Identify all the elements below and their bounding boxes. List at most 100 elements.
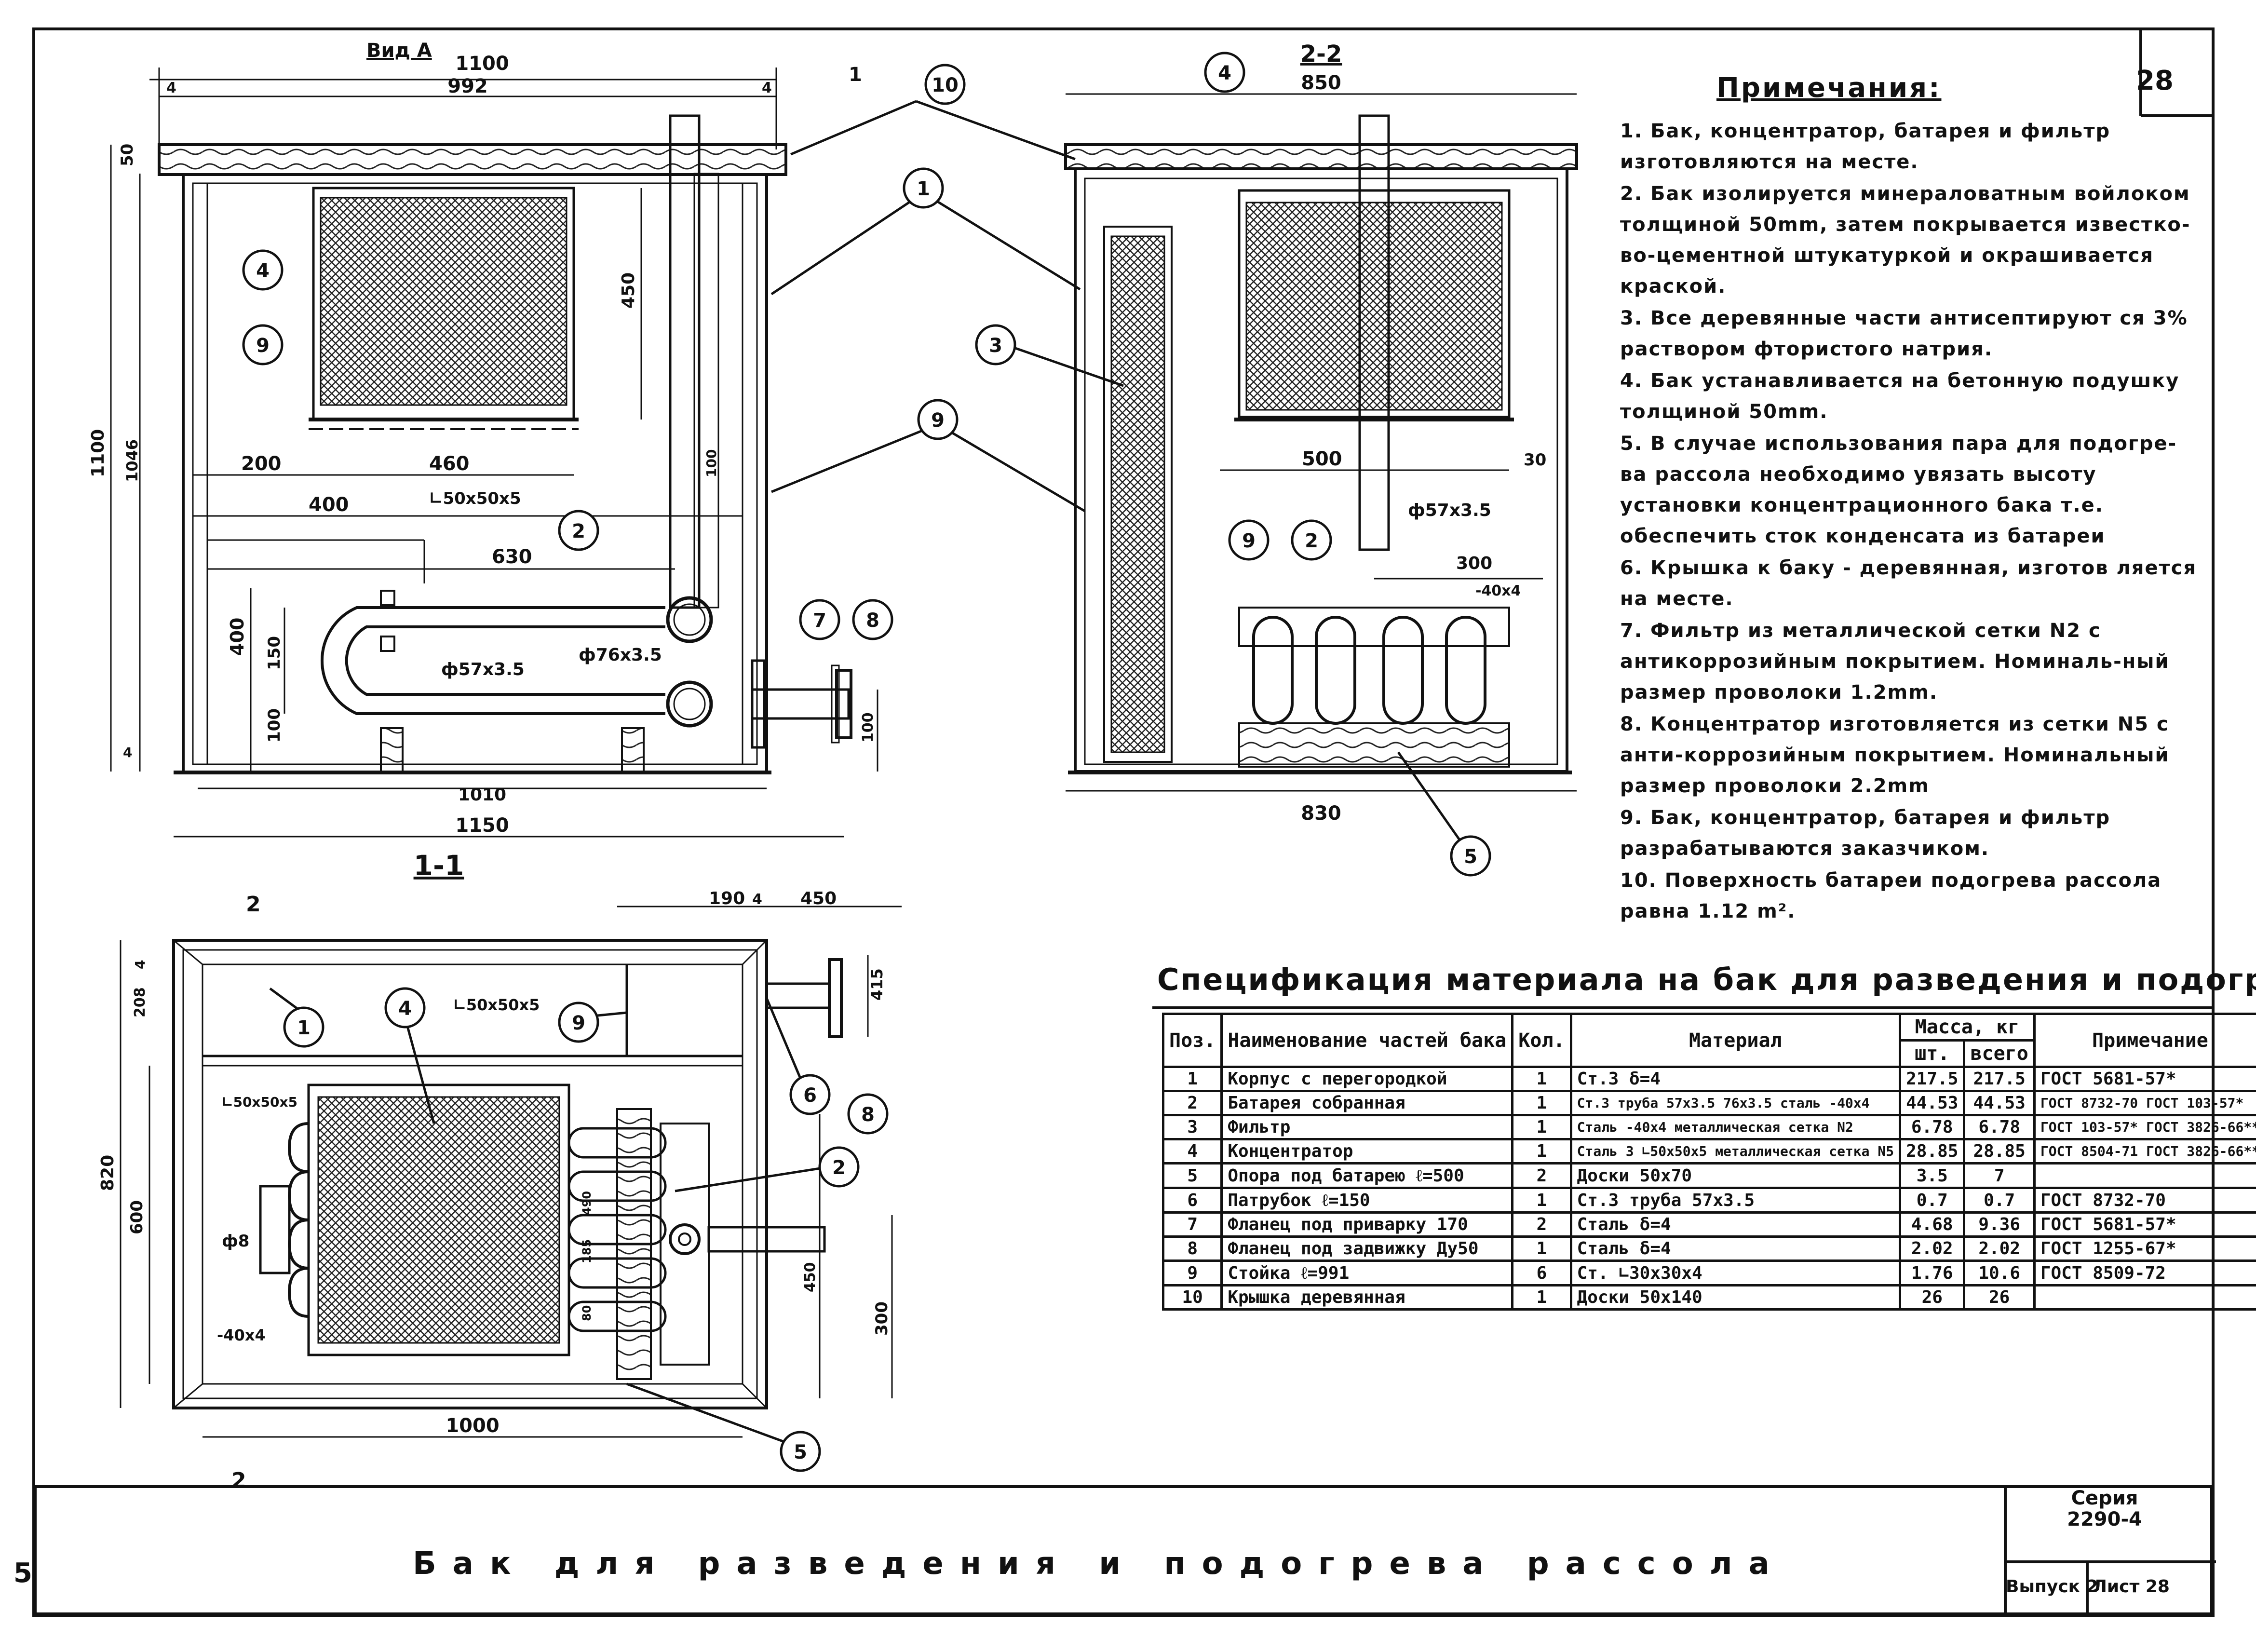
spec-cell-material: Сталь δ=4 bbox=[1569, 1211, 1902, 1238]
svg-text:4: 4 bbox=[132, 960, 148, 969]
spec-cell-mass-total: 44.53 bbox=[1963, 1090, 2036, 1116]
cut-2-mark-top: 2 bbox=[246, 892, 261, 917]
spec-cell-note: ГОСТ 5681-57* bbox=[2033, 1066, 2256, 1092]
section-2-2 bbox=[1064, 114, 1578, 774]
spec-cell-mass-total: 9.36 bbox=[1963, 1211, 2036, 1238]
svg-text:490: 490 bbox=[580, 1191, 594, 1215]
callout-2-22: 2 bbox=[1291, 519, 1332, 561]
callout-7: 7 bbox=[799, 599, 840, 640]
spec-cell-qty: 2 bbox=[1511, 1162, 1572, 1189]
spec-header-row: Поз. Наименование частей бака Кол. Матер… bbox=[1162, 1013, 2256, 1068]
svg-text:∟50x50x5: ∟50x50x5 bbox=[222, 1094, 297, 1110]
callout-2-11: 2 bbox=[558, 510, 599, 551]
spec-cell-name: Фланец под задвижку Ду50 bbox=[1220, 1235, 1514, 1262]
spec-cell-name: Батарея собранная bbox=[1220, 1090, 1514, 1116]
spec-cell-qty: 1 bbox=[1511, 1066, 1572, 1092]
svg-text:80: 80 bbox=[580, 1305, 594, 1321]
dimension-lines bbox=[110, 68, 1577, 1438]
spec-cell-name: Стойка ℓ=991 bbox=[1220, 1259, 1514, 1286]
spec-cell-qty: 1 bbox=[1511, 1235, 1572, 1262]
spec-cell-note: ГОСТ 8509-72 bbox=[2033, 1259, 2256, 1286]
spec-cell-mass-unit: 0.7 bbox=[1899, 1187, 1966, 1214]
svg-text:5: 5 bbox=[1464, 846, 1477, 868]
svg-text:100: 100 bbox=[265, 708, 284, 743]
callout-4-plan: 4 bbox=[384, 987, 426, 1029]
spec-cell-mass-total: 6.78 bbox=[1963, 1114, 2036, 1140]
svg-text:1: 1 bbox=[297, 1017, 311, 1039]
notes-list: 1. Бак, концентратор, батарея и фильтр и… bbox=[1620, 116, 2199, 928]
spec-cell-name: Опора под батарею ℓ=500 bbox=[1220, 1162, 1514, 1189]
svg-text:992: 992 bbox=[447, 75, 488, 97]
svg-text:460: 460 bbox=[429, 453, 470, 475]
svg-text:2: 2 bbox=[832, 1157, 846, 1179]
svg-text:415: 415 bbox=[868, 968, 886, 1001]
spec-cell-name: Фильтр bbox=[1220, 1114, 1514, 1140]
callout-9-11: 9 bbox=[242, 324, 284, 366]
spec-cell-note bbox=[2033, 1284, 2256, 1311]
spec-header-pos: Поз. bbox=[1162, 1013, 1223, 1068]
callout-2-plan: 2 bbox=[818, 1146, 860, 1188]
svg-text:600: 600 bbox=[127, 1200, 147, 1234]
spec-cell-name: Патрубок ℓ=150 bbox=[1220, 1187, 1514, 1214]
svg-text:300: 300 bbox=[872, 1301, 892, 1336]
spec-header-name: Наименование частей бака bbox=[1220, 1013, 1514, 1068]
spec-cell-pos: 8 bbox=[1162, 1235, 1223, 1262]
svg-text:∟50x50x5: ∟50x50x5 bbox=[429, 489, 521, 508]
svg-text:9: 9 bbox=[1242, 530, 1256, 552]
side-number: 5 bbox=[14, 1557, 32, 1589]
svg-text:450: 450 bbox=[619, 272, 638, 309]
spec-cell-material: Сталь δ=4 bbox=[1569, 1235, 1902, 1262]
svg-text:1046: 1046 bbox=[123, 439, 141, 482]
svg-text:ф8: ф8 bbox=[222, 1232, 249, 1251]
sheet-number: 28 bbox=[2136, 65, 2174, 96]
svg-text:4: 4 bbox=[752, 891, 762, 908]
spec-header-qty: Кол. bbox=[1511, 1013, 1572, 1068]
notes-title: Примечания: bbox=[1716, 72, 1942, 104]
series-block: Серия 2290-4 bbox=[2001, 1488, 2208, 1530]
svg-text:1010: 1010 bbox=[458, 785, 506, 805]
spec-cell-material: Ст.3 δ=4 bbox=[1569, 1066, 1902, 1092]
spec-cell-name: Фланец под приварку 170 bbox=[1220, 1211, 1514, 1238]
spec-table: Поз. Наименование частей бака Кол. Матер… bbox=[1162, 1013, 2256, 1311]
callout-6: 6 bbox=[789, 1074, 831, 1115]
section-2-2-label: 2-2 bbox=[1300, 41, 1342, 68]
spec-cell-pos: 6 bbox=[1162, 1187, 1223, 1214]
note-7: 7. Фильтр из металлической сетки N2 с ан… bbox=[1620, 620, 2170, 704]
spec-header-mass: Масса, кг bbox=[1899, 1013, 2036, 1042]
callout-9: 9 bbox=[917, 399, 959, 440]
callout-5-22: 5 bbox=[1450, 835, 1491, 877]
svg-text:208: 208 bbox=[132, 987, 149, 1017]
spec-cell-material: Доски 50x70 bbox=[1569, 1162, 1902, 1189]
spec-cell-pos: 2 bbox=[1162, 1090, 1223, 1116]
svg-text:10: 10 bbox=[932, 74, 959, 96]
callout-8-11: 8 bbox=[852, 599, 893, 640]
svg-text:50: 50 bbox=[118, 144, 137, 166]
svg-text:7: 7 bbox=[813, 609, 826, 632]
spec-header-material: Материал bbox=[1569, 1013, 1902, 1068]
callout-5-plan: 5 bbox=[780, 1431, 821, 1472]
spec-cell-pos: 4 bbox=[1162, 1138, 1223, 1165]
callout-4-11: 4 bbox=[242, 249, 284, 291]
svg-text:100: 100 bbox=[860, 712, 877, 743]
cut-2-mark-bottom: 2 bbox=[231, 1468, 246, 1493]
spec-cell-pos: 7 bbox=[1162, 1211, 1223, 1238]
cut-1-mark: 1 bbox=[849, 64, 862, 86]
callout-10: 10 bbox=[924, 64, 966, 105]
svg-text:1150: 1150 bbox=[455, 814, 509, 837]
svg-text:300: 300 bbox=[1456, 554, 1492, 573]
svg-text:830: 830 bbox=[1301, 802, 1341, 825]
spec-cell-pos: 10 bbox=[1162, 1284, 1223, 1311]
spec-cell-pos: 5 bbox=[1162, 1162, 1223, 1189]
svg-text:8: 8 bbox=[861, 1104, 875, 1126]
svg-text:4: 4 bbox=[123, 745, 132, 760]
svg-text:190: 190 bbox=[709, 889, 745, 908]
spec-cell-note: ГОСТ 8732-70 ГОСТ 103-57* bbox=[2033, 1090, 2256, 1116]
spec-cell-mass-total: 28.85 bbox=[1963, 1138, 2036, 1165]
spec-cell-material: Сталь 3 ∟50x50x5 металлическая сетка N5 bbox=[1569, 1138, 1902, 1165]
spec-subheader-row: шт. всего bbox=[1163, 1039, 2256, 1068]
